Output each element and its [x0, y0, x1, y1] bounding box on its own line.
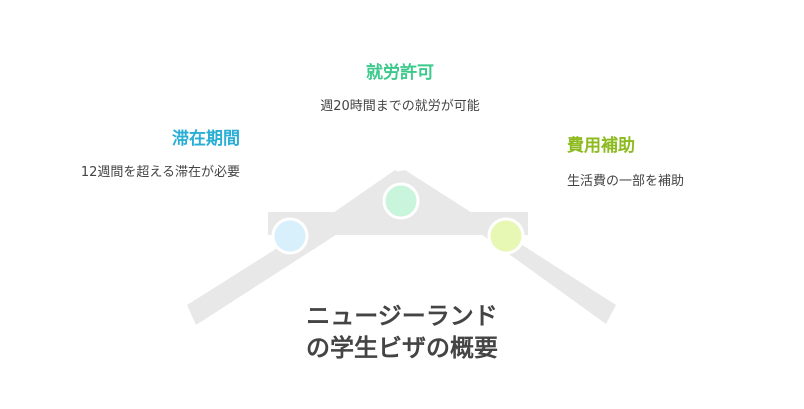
diagram-title-line-1: ニュージーランド — [306, 302, 498, 330]
work-node — [382, 182, 420, 220]
diagram-title-line-2: の学生ビザの概要 — [306, 334, 498, 362]
work-description: 週20時間までの就労が可能 — [320, 99, 480, 114]
diagram-title: ニュージーランド の学生ビザの概要 — [252, 300, 552, 364]
work-heading: 就労許可 — [366, 63, 434, 83]
stay-description: 12週間を超える滞在が必要 — [80, 165, 240, 180]
fee-description: 生活費の一部を補助 — [567, 174, 685, 189]
fee-heading: 費用補助 — [567, 136, 635, 156]
stay-heading: 滞在期間 — [172, 129, 240, 149]
fee-node — [487, 217, 525, 255]
horizontal-beam — [268, 212, 528, 235]
stay-node — [271, 217, 309, 255]
